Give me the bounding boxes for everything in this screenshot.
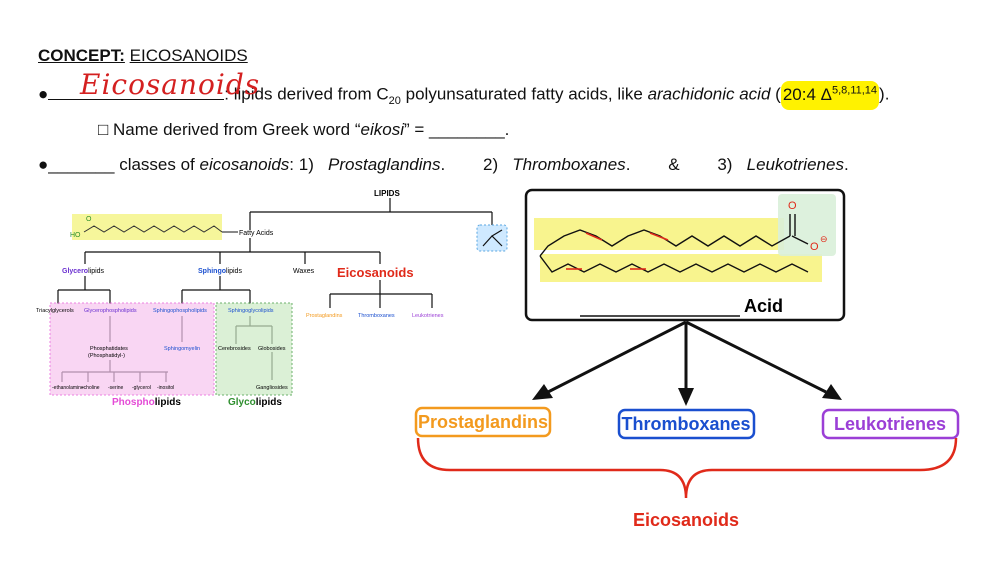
lipids-root-node: LIPIDS — [374, 189, 400, 198]
bullet-point-2: ● — [38, 155, 49, 174]
leukotrienes-label: Leukotrienes — [834, 414, 946, 434]
paren-open: ( — [770, 84, 781, 104]
bullet-point: ● — [38, 84, 49, 104]
answer-blank — [48, 86, 225, 100]
sphingolipids-node: Sphingolipids — [198, 268, 242, 275]
sphingoglycolipids-node: Sphingoglycolipids — [228, 308, 274, 314]
greek-name-line: □ Name derived from Greek word “eikosi” … — [98, 120, 509, 140]
definition-text-mid: polyunsaturated fatty acids, like — [400, 84, 648, 104]
carboxyl-highlight — [778, 194, 836, 256]
classes-text-a: classes of — [114, 155, 200, 174]
greek-text-a: Name derived from Greek word “ — [108, 120, 361, 139]
count-blank: _______ — [48, 155, 115, 174]
fatty-acids-node: Fatty Acids — [239, 230, 274, 237]
head-group-inositol: -inositol — [157, 385, 174, 391]
greek-text-b: ” = ________. — [404, 120, 510, 139]
head-group-choline: -choline — [82, 385, 100, 391]
acid-label: Acid — [744, 296, 783, 316]
phospholipids-label: Phospholipids — [112, 397, 181, 408]
phospholipids-region — [49, 302, 215, 396]
class-3: Leukotrienes — [746, 155, 844, 174]
class-1: Prostaglandins — [328, 155, 441, 174]
checkbox-icon: □ — [98, 120, 109, 139]
waxes-node: Waxes — [293, 268, 315, 275]
subscript-20: 20 — [388, 94, 401, 107]
tree-leukotrienes: Leukotrienes — [412, 313, 444, 319]
class-end: . — [843, 155, 849, 174]
eicosanoids-word: eicosanoids — [199, 155, 290, 174]
prostaglandins-label: Prostaglandins — [418, 412, 548, 432]
carbonyl-oxygen: O — [788, 200, 797, 212]
arrows — [532, 320, 842, 406]
notation-text: 20:4 Δ — [782, 84, 832, 104]
phosphatidyl-node: (Phosphatidyl-) — [88, 353, 125, 359]
topic-title: EICOSANOIDS — [129, 46, 248, 65]
acid-chain-upper — [539, 229, 791, 257]
grouping-brace — [416, 437, 958, 499]
acid-chain-lower — [539, 255, 809, 273]
double-bonds — [566, 232, 669, 270]
cerebrosides-node: Cerebrosides — [218, 346, 251, 352]
prostaglandins-box — [414, 406, 552, 438]
highlighted-notation: 20:4 Δ5,8,11,14 — [780, 80, 880, 110]
sep-1: . 2) — [440, 155, 513, 174]
page-title: CONCEPT: EICOSANOIDS — [38, 46, 248, 66]
acid-upper-highlight — [534, 218, 784, 250]
sphingophospholipids-node: Sphingophospholipids — [153, 308, 207, 314]
ho-label: HO — [70, 232, 81, 239]
head-group-serine: -serine — [108, 385, 124, 391]
leukotrienes-box — [821, 408, 960, 440]
glycerolipids-node: Glycerolipids — [62, 268, 105, 275]
glycolipids-region — [215, 302, 293, 396]
sep-2: . & 3) — [625, 155, 747, 174]
definition-text: : lipids derived from C — [224, 84, 389, 104]
globosides-node: Globosides — [258, 346, 286, 352]
phosphatidates-node: Phosphatidates — [90, 346, 128, 352]
sphingomyelin-node: Sphingomyelin — [164, 346, 200, 352]
tree-thromboxanes: Thromboxanes — [358, 313, 395, 319]
fatty-acid-highlight — [72, 214, 222, 240]
greek-word: eikosi — [360, 120, 404, 139]
paren-close: ). — [879, 84, 890, 104]
thromboxanes-box — [617, 408, 756, 440]
triacylglycerols-node: Triacylglycerols — [36, 308, 74, 314]
glycerophospholipids-node: Glycerophospholipids — [84, 308, 137, 314]
classes-bullet: ●_______ classes of eicosanoids: 1) Pros… — [38, 155, 849, 175]
concept-label: CONCEPT: — [38, 46, 125, 65]
eicosanoids-group-label: Eicosanoids — [633, 510, 739, 530]
head-group-glycerol: -glycerol — [132, 385, 151, 391]
o-label: O — [86, 216, 92, 223]
tree-prostaglandins: Prostaglandins — [306, 313, 343, 319]
negative-charge-icon: ⊖ — [820, 234, 828, 244]
glycolipids-label: Glycolipids — [228, 397, 282, 408]
handwritten-answer: Eicosanoids — [80, 68, 261, 101]
head-group-ethanolamine: -ethanolamine — [52, 385, 84, 391]
thromboxanes-label: Thromboxanes — [621, 414, 750, 434]
classes-text-b: : 1) — [289, 155, 329, 174]
carboxylate-oxygen: O — [810, 241, 819, 253]
notation-superscript: 5,8,11,14 — [831, 84, 878, 96]
fatty-acid-chain — [83, 225, 223, 233]
eicosanoids-node: Eicosanoids — [337, 265, 414, 280]
definition-bullet: ● : lipids derived from C20 polyunsaturat… — [38, 80, 890, 110]
acid-name: arachidonic acid — [647, 84, 771, 104]
class-2: Thromboxanes — [512, 155, 626, 174]
acid-lower-highlight — [540, 254, 822, 282]
gangliosides-node: Gangliosides — [256, 385, 288, 391]
